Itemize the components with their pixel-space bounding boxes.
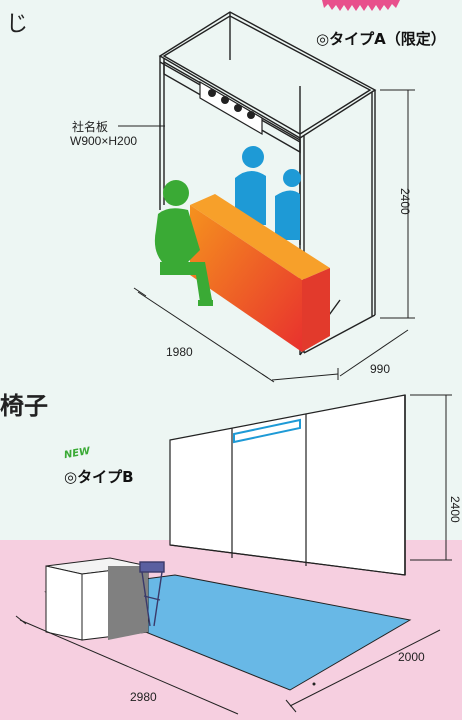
nameplate-label: 社名板	[72, 120, 109, 134]
heading-fragment-side: 椅子	[0, 392, 48, 420]
type-a-depth-dimension: 990	[370, 362, 391, 376]
person-blue-2	[275, 169, 301, 240]
nameplate-size: W900×H200	[70, 134, 138, 148]
type-b-height-dimension: 2400	[448, 496, 462, 523]
person-blue-1	[235, 146, 266, 225]
type-a-label: ◎タイプA（限定）	[316, 30, 446, 48]
booth-b-walls	[169, 394, 406, 576]
booth-a-dimension-lines	[133, 89, 415, 383]
pink-burst-shape	[322, 0, 400, 11]
type-b-width-dimension: 2980	[130, 690, 157, 704]
booth-b-dimension-lines	[15, 394, 452, 715]
nameplate-panel	[163, 60, 301, 154]
folding-chair	[139, 561, 165, 627]
type-b-label: ◎タイプB	[64, 468, 134, 486]
reception-counter	[190, 194, 330, 352]
type-a-height-dimension: 2400	[398, 188, 412, 215]
type-b-depth-dimension: 2000	[398, 650, 425, 664]
type-a-width-dimension: 1980	[166, 345, 193, 359]
booth-b-desk	[45, 557, 149, 641]
heading-fragment-top: じ	[6, 12, 29, 37]
person-green-seated	[154, 180, 213, 306]
